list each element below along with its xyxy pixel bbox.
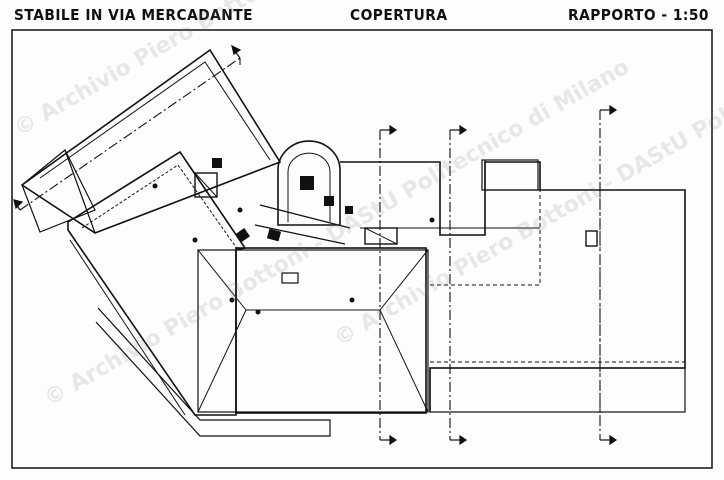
drawing-frame [11, 29, 713, 469]
section-line-a [19, 57, 241, 211]
right-bay [481, 159, 539, 191]
skylight-2 [364, 227, 398, 245]
drawing-title: STABILE IN VIA MERCADANTE [14, 6, 254, 24]
hip-roof [235, 247, 427, 414]
hip-ridge [197, 249, 247, 311]
wing-end-bay [21, 149, 96, 233]
vent-mark-1 [212, 158, 222, 168]
diagonal-wing-inner [39, 61, 271, 179]
drawing-scale: RAPPORTO - 1:50 [568, 6, 709, 24]
left-block [67, 150, 247, 416]
vent-1 [281, 272, 299, 284]
skylight-1 [194, 172, 218, 198]
lower-wing [95, 307, 331, 437]
right-lower-strip [429, 367, 686, 413]
drawing-subtitle: COPERTURA [350, 6, 448, 24]
right-block-dashed [430, 189, 601, 420]
right-roof-outline [340, 161, 686, 412]
chimney-1 [585, 230, 598, 247]
diagonal-wing [20, 48, 282, 234]
stair-tower [277, 140, 341, 226]
stair-core [300, 176, 314, 190]
